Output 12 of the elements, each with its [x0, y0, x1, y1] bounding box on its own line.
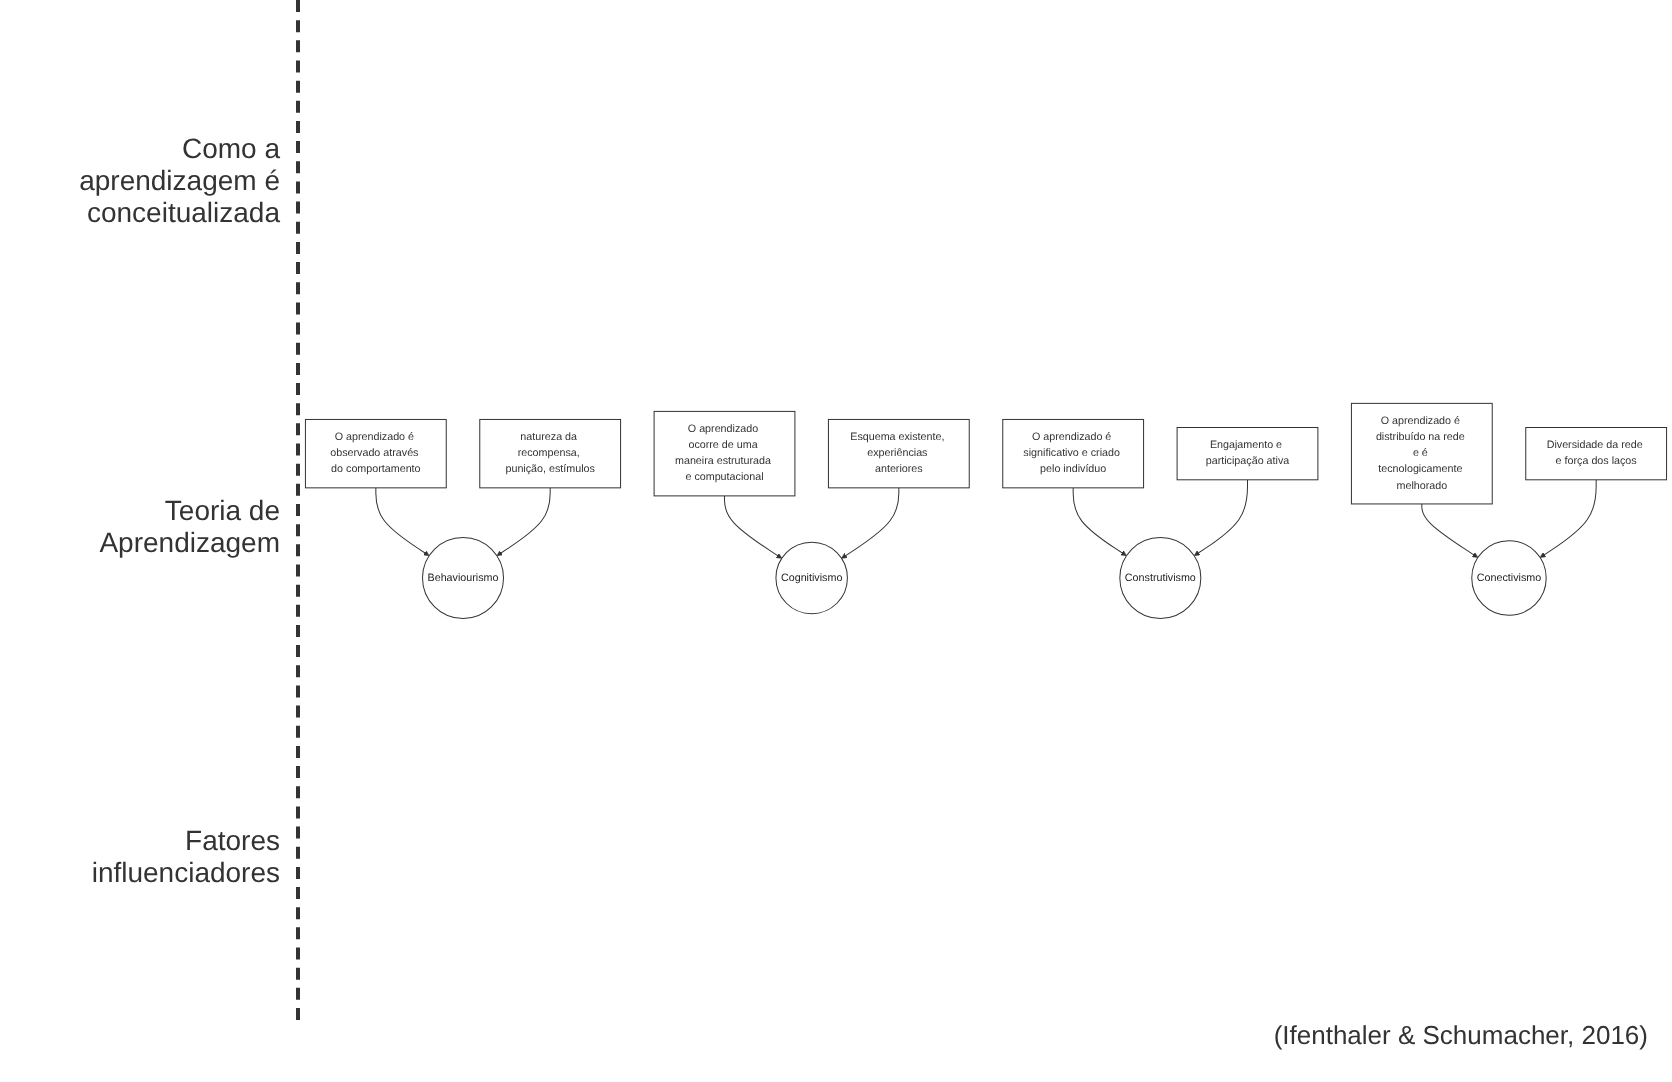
row-label: Fatores influenciadores: [89, 823, 280, 888]
arrow: [1539, 478, 1597, 557]
row-label: Teoria de Aprendizagem: [97, 493, 280, 558]
citation-caption: (Ifenthaler & Schumacher, 2016): [1271, 1020, 1650, 1050]
arrow: [1421, 502, 1479, 557]
arrow: [1193, 478, 1248, 556]
arrow: [375, 486, 430, 556]
row-label: Como a aprendizagem é conceitualizada: [77, 132, 280, 229]
arrow: [496, 486, 551, 556]
arrow: [1072, 486, 1127, 556]
arrow: [841, 486, 900, 558]
arrow: [724, 494, 783, 558]
